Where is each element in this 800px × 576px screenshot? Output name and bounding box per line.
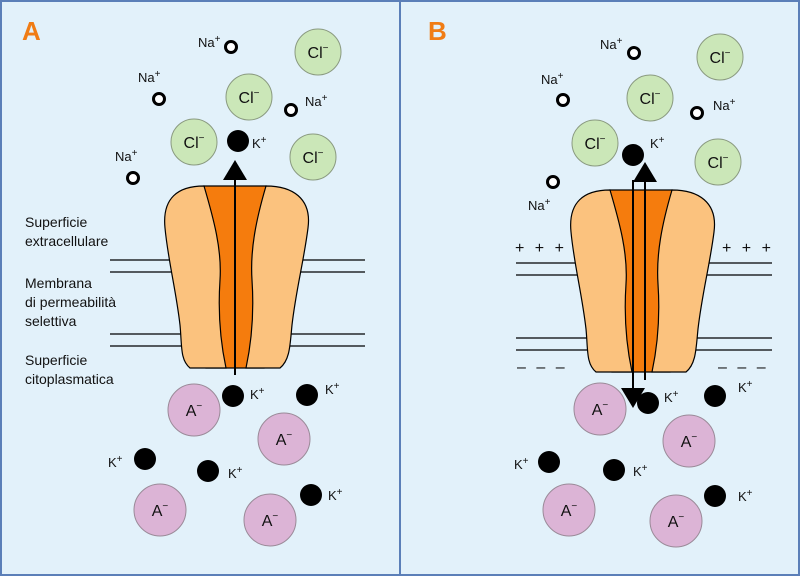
sodium-ion: Na+ xyxy=(115,148,140,185)
svg-text:Cl−: Cl− xyxy=(708,153,729,172)
potassium-ion: K+ xyxy=(704,379,753,407)
sodium-ion: Na+ xyxy=(690,97,736,120)
panel-b-letter: B xyxy=(428,16,447,46)
chloride-ion: Cl− xyxy=(696,33,744,81)
sodium-ion: Na+ xyxy=(198,34,238,54)
svg-text:Na+: Na+ xyxy=(198,34,221,50)
svg-text:K+: K+ xyxy=(514,456,529,472)
potassium-ion: K+ xyxy=(227,130,267,152)
positive-charges-right: + + + xyxy=(722,240,774,257)
svg-text:K+: K+ xyxy=(664,389,679,405)
anion: A− xyxy=(542,483,596,537)
anion: A− xyxy=(573,382,627,436)
svg-text:A−: A− xyxy=(152,501,169,520)
svg-text:Na+: Na+ xyxy=(713,97,736,113)
svg-text:Na+: Na+ xyxy=(528,197,551,213)
label-membrane-1: Membrana xyxy=(25,275,92,291)
svg-text:A−: A− xyxy=(276,430,293,449)
ion-channel-b xyxy=(570,162,716,408)
svg-text:A−: A− xyxy=(561,501,578,520)
svg-text:K+: K+ xyxy=(633,463,648,479)
panel-b: B + + + + + + – – – – – – Na+ Na+ xyxy=(428,16,774,548)
chloride-ion: Cl− xyxy=(225,73,273,121)
anion: A− xyxy=(649,494,703,548)
potassium-ion: K+ xyxy=(108,448,156,470)
svg-text:Cl−: Cl− xyxy=(308,43,329,62)
anion: A− xyxy=(257,412,311,466)
anion: A− xyxy=(167,383,221,437)
svg-text:K+: K+ xyxy=(738,379,753,395)
chloride-ion: Cl− xyxy=(170,118,218,166)
potassium-ion: K+ xyxy=(637,389,679,414)
svg-text:K+: K+ xyxy=(325,381,340,397)
svg-text:Na+: Na+ xyxy=(305,93,328,109)
chloride-ion: Cl− xyxy=(294,28,342,76)
sodium-ion: Na+ xyxy=(528,175,560,213)
sodium-ion: Na+ xyxy=(138,69,166,106)
svg-text:Cl−: Cl− xyxy=(239,88,260,107)
panel-a-letter: A xyxy=(22,16,41,46)
svg-text:Na+: Na+ xyxy=(138,69,161,85)
sodium-ion: Na+ xyxy=(600,36,641,60)
svg-text:Na+: Na+ xyxy=(541,71,564,87)
label-cytoplasmic-1: Superficie xyxy=(25,352,87,368)
svg-text:K+: K+ xyxy=(228,465,243,481)
anion: A− xyxy=(243,493,297,547)
potassium-ion: K+ xyxy=(222,385,265,407)
label-extracellular-2: extracellulare xyxy=(25,233,108,249)
chloride-ion: Cl− xyxy=(289,133,337,181)
svg-text:Cl−: Cl− xyxy=(184,133,205,152)
svg-text:Na+: Na+ xyxy=(115,148,138,164)
svg-text:K+: K+ xyxy=(108,454,123,470)
anion: A− xyxy=(662,414,716,468)
label-membrane-2: di permeabilità xyxy=(25,294,116,310)
label-extracellular-1: Superficie xyxy=(25,214,87,230)
svg-text:K+: K+ xyxy=(650,135,665,151)
potassium-ion: K+ xyxy=(296,381,340,406)
svg-text:A−: A− xyxy=(668,512,685,531)
svg-text:A−: A− xyxy=(262,511,279,530)
potassium-ion: K+ xyxy=(603,459,648,481)
potassium-ion: K+ xyxy=(704,485,753,507)
svg-text:Na+: Na+ xyxy=(600,36,623,52)
svg-text:Cl−: Cl− xyxy=(303,148,324,167)
chloride-ion: Cl− xyxy=(571,119,619,167)
svg-text:Cl−: Cl− xyxy=(585,134,606,153)
svg-text:K+: K+ xyxy=(250,386,265,402)
positive-charges-left: + + + xyxy=(515,240,567,257)
negative-charges-left: – – – xyxy=(517,359,568,376)
svg-text:A−: A− xyxy=(681,432,698,451)
potassium-ion: K+ xyxy=(197,460,243,482)
potassium-ion: K+ xyxy=(514,451,560,473)
svg-text:Cl−: Cl− xyxy=(710,48,731,67)
negative-charges-right: – – – xyxy=(718,359,769,376)
chloride-ion: Cl− xyxy=(626,74,674,122)
potassium-ion: K+ xyxy=(622,135,665,166)
chloride-ion: Cl− xyxy=(694,138,742,186)
svg-text:A−: A− xyxy=(186,401,203,420)
svg-text:K+: K+ xyxy=(328,487,343,503)
svg-text:K+: K+ xyxy=(252,135,267,151)
panel-a: A Superficie extracellulare Membrana di … xyxy=(22,16,365,547)
label-membrane-3: selettiva xyxy=(25,313,77,329)
anion: A− xyxy=(133,483,187,537)
potassium-ion: K+ xyxy=(300,484,343,506)
sodium-ion: Na+ xyxy=(541,71,570,107)
svg-text:A−: A− xyxy=(592,400,609,419)
sodium-ion: Na+ xyxy=(284,93,328,117)
label-cytoplasmic-2: citoplasmatica xyxy=(25,371,114,387)
svg-text:K+: K+ xyxy=(738,488,753,504)
ion-channel-a xyxy=(164,160,310,375)
svg-text:Cl−: Cl− xyxy=(640,89,661,108)
